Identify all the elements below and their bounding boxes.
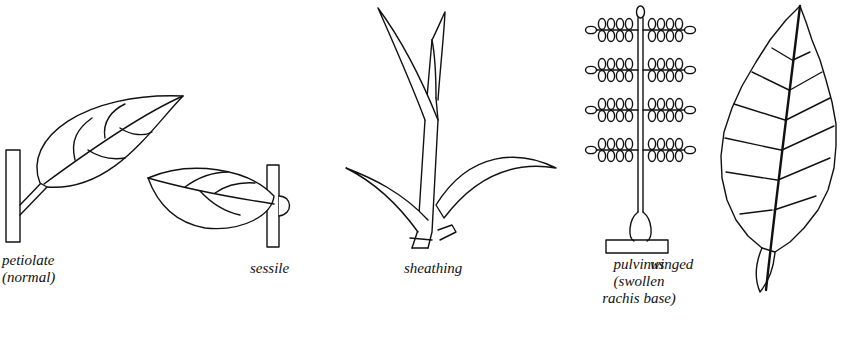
sessile-leaf [148,165,290,247]
winged-leaf [721,6,836,292]
leaf-type-label: petiolate (normal) [2,252,74,286]
petiolate-leaf [6,96,183,242]
leaf-type-label: winged [650,256,720,273]
leaf-type-label: sheathing [404,260,494,277]
pulvinus-leaf [586,6,696,253]
sheathing-leaf [346,8,556,248]
leaf-type-label: sessile [250,260,320,277]
